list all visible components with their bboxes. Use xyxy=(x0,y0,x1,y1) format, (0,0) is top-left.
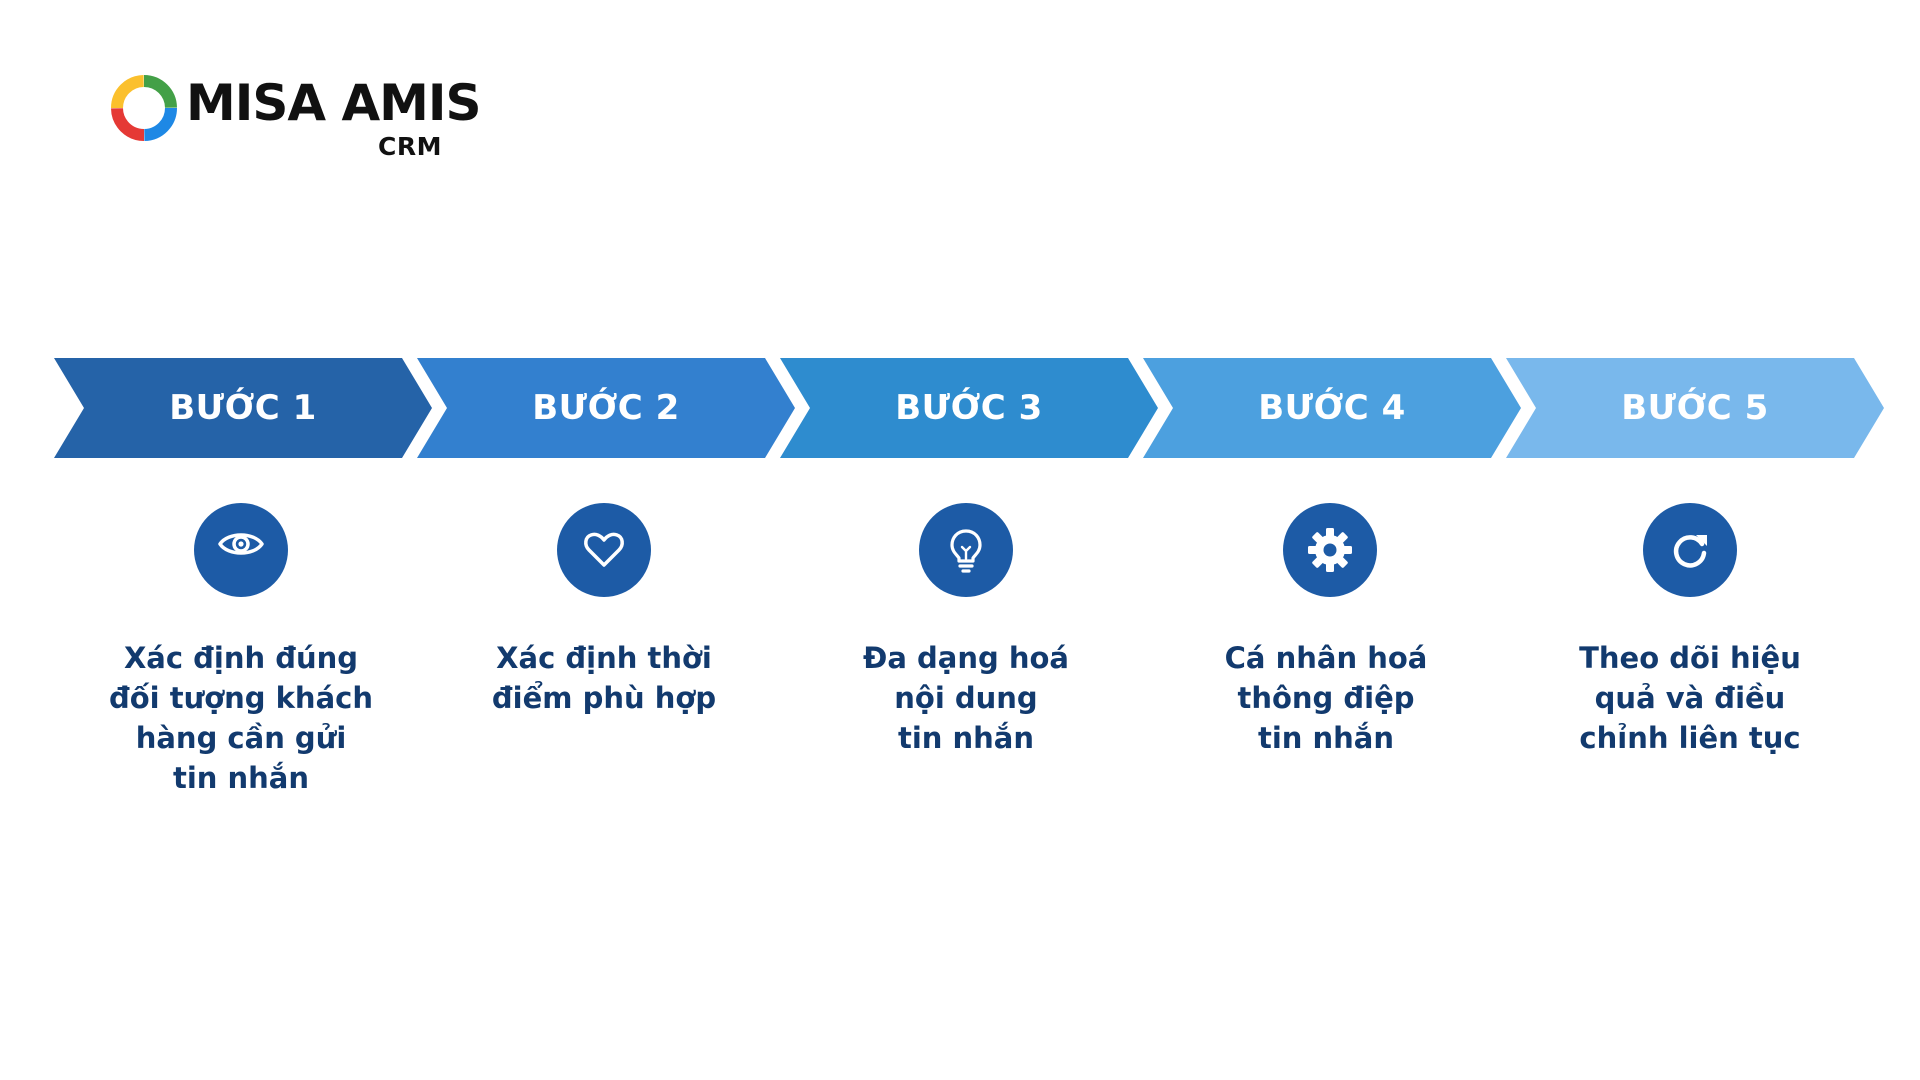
chevron-shape xyxy=(54,358,432,458)
step-4-description-text: Cá nhân hoá thông điệp tin nhắn xyxy=(1224,641,1428,755)
step-1-icon-badge xyxy=(194,503,288,597)
misa-ring-logo-icon xyxy=(111,75,177,141)
step-3-icon-badge xyxy=(919,503,1013,597)
step-2-description-text: Xác định thời điểm phù hợp xyxy=(491,641,717,715)
lightbulb-icon xyxy=(950,529,982,573)
step-1-description-text: Xác định đúng đối tượng khách hàng cần g… xyxy=(109,641,373,795)
logo-wordmark: MISA AMIS xyxy=(186,74,482,132)
step-3-description-text: Đa dạng hoá nội dung tin nhắn xyxy=(863,641,1069,755)
logo: MISA AMIS CRM xyxy=(108,72,482,162)
step-4-icon-badge xyxy=(1283,503,1377,597)
step-2-description: Xác định thời điểm phù hợp xyxy=(444,638,764,718)
step-5-icon-badge xyxy=(1643,503,1737,597)
step-2-icon-badge xyxy=(557,503,651,597)
chevron-shape xyxy=(417,358,795,458)
chevron-shape xyxy=(1506,358,1884,458)
step-4-description: Cá nhân hoá thông điệp tin nhắn xyxy=(1166,638,1486,758)
refresh-icon xyxy=(1673,535,1707,568)
step-3-label: BƯỚC 3 xyxy=(895,388,1043,428)
step-5-description: Theo dõi hiệu quả và điều chỉnh liên tục xyxy=(1530,638,1850,758)
step-2-chevron: BƯỚC 2 xyxy=(417,358,795,458)
heart-icon xyxy=(584,532,624,567)
step-5-label: BƯỚC 5 xyxy=(1621,388,1769,428)
eye-icon xyxy=(218,533,264,555)
step-1-label: BƯỚC 1 xyxy=(169,388,317,428)
step-1-description: Xác định đúng đối tượng khách hàng cần g… xyxy=(81,638,401,798)
step-5-chevron: BƯỚC 5 xyxy=(1506,358,1884,458)
step-3-chevron: BƯỚC 3 xyxy=(780,358,1158,458)
chevron-shape xyxy=(1143,358,1521,458)
step-1-chevron: BƯỚC 1 xyxy=(54,358,432,458)
gear-icon xyxy=(1308,528,1352,572)
step-3-description: Đa dạng hoá nội dung tin nhắn xyxy=(806,638,1126,758)
step-5-description-text: Theo dõi hiệu quả và điều chỉnh liên tục xyxy=(1579,641,1801,755)
step-chevron-row: BƯỚC 1 BƯỚC 2 BƯỚC 3 BƯỚC 4 BƯỚC 5 xyxy=(0,358,1920,458)
step-4-chevron: BƯỚC 4 xyxy=(1143,358,1521,458)
step-2-label: BƯỚC 2 xyxy=(532,388,680,428)
logo-subtitle: CRM xyxy=(378,132,442,161)
step-4-label: BƯỚC 4 xyxy=(1258,388,1406,428)
chevron-shape xyxy=(780,358,1158,458)
